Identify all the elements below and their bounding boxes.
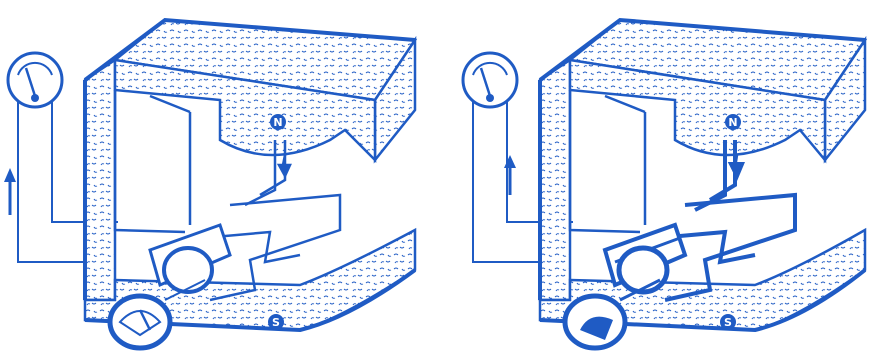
generator-panel-2: N S bbox=[463, 20, 865, 348]
magnet-core bbox=[85, 20, 415, 330]
galvanometer-icon bbox=[8, 53, 62, 107]
north-pole-label: N bbox=[728, 116, 737, 129]
magnet-core bbox=[540, 20, 865, 330]
current-arrow-icon bbox=[504, 155, 516, 195]
generator-panel-1: N S bbox=[4, 20, 415, 348]
south-pole-label: S bbox=[724, 316, 732, 329]
galvanometer-icon bbox=[463, 53, 517, 107]
south-pole-label: S bbox=[272, 316, 280, 329]
current-arrow-icon bbox=[4, 168, 16, 215]
north-pole-label: N bbox=[273, 116, 282, 129]
